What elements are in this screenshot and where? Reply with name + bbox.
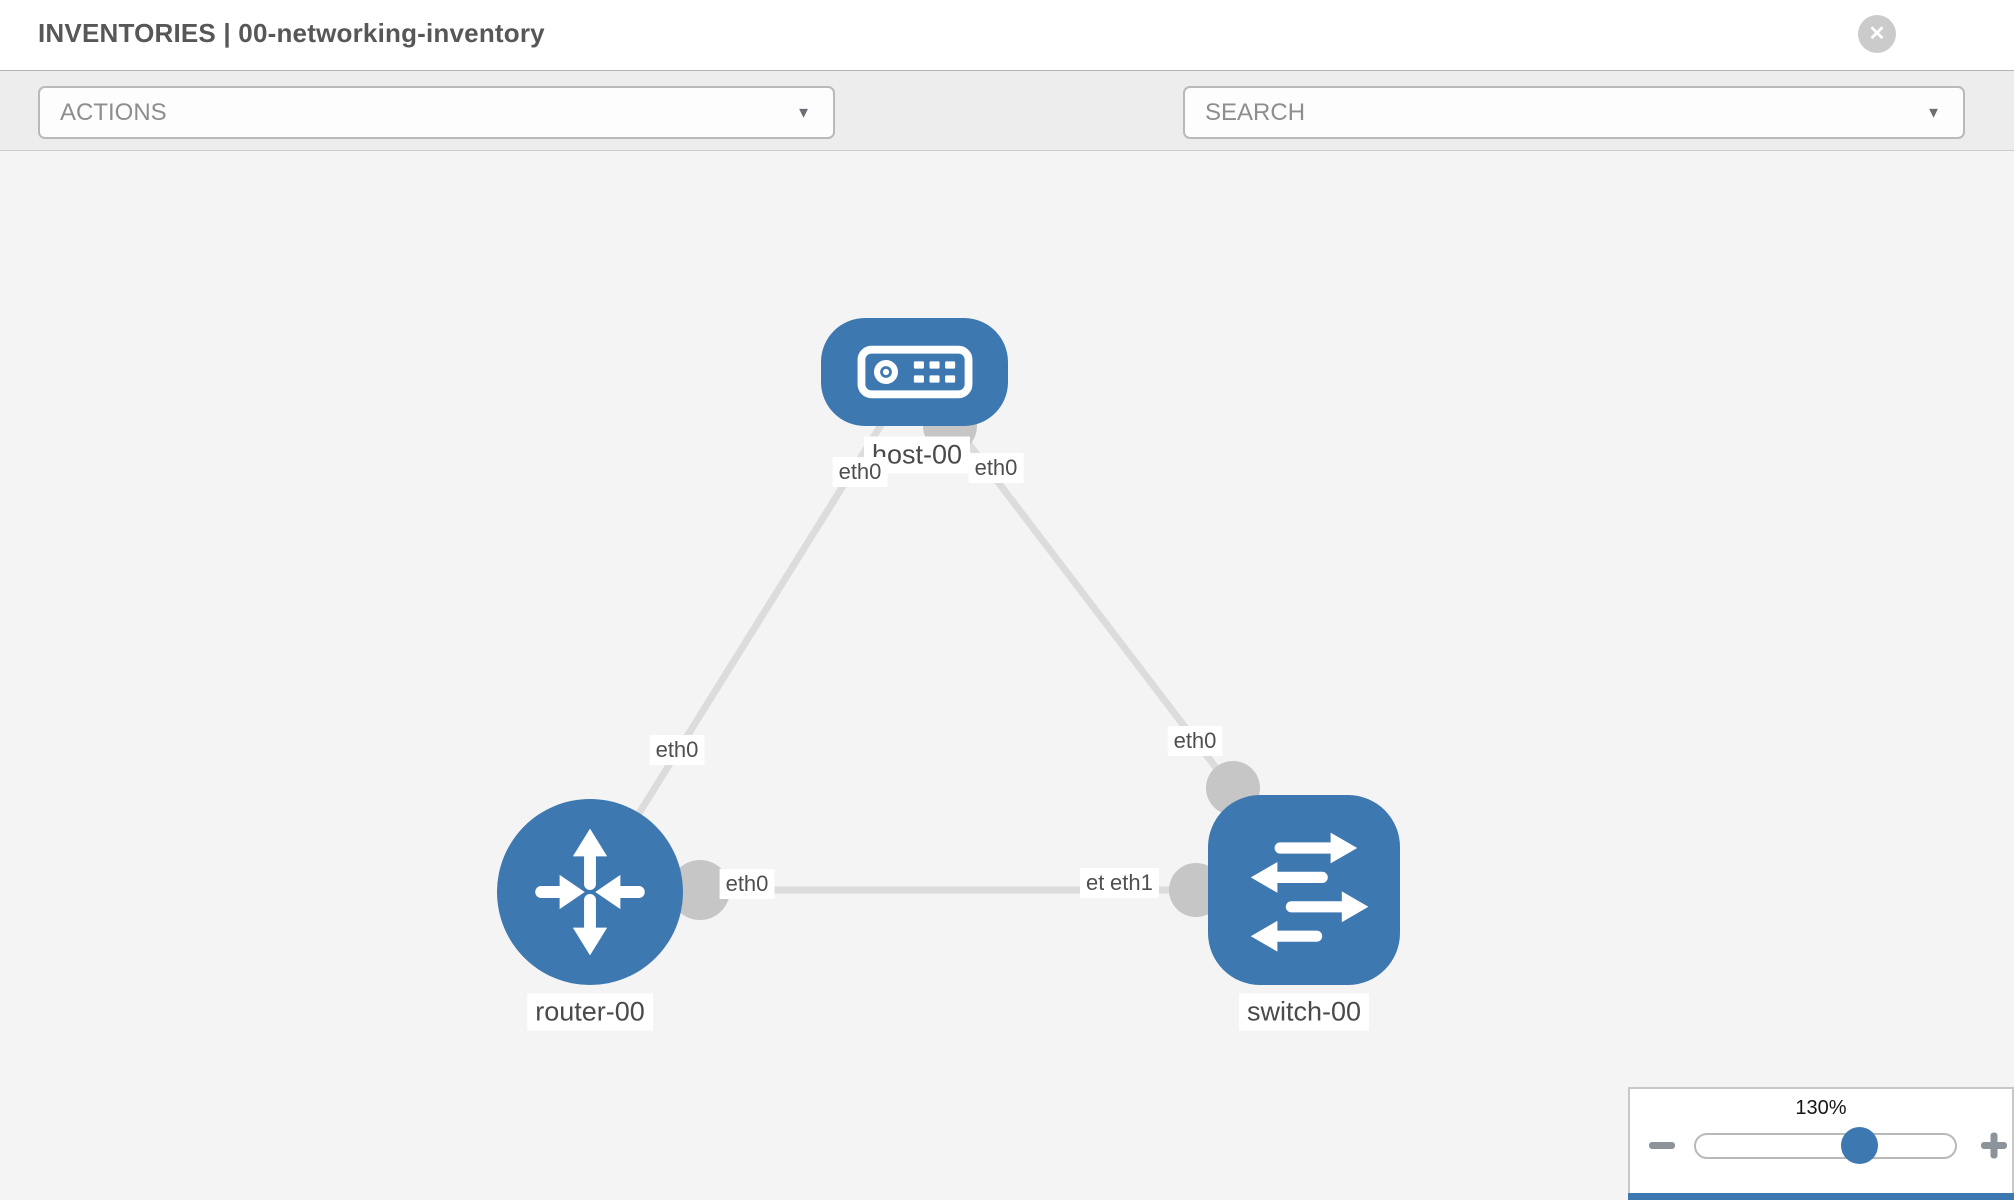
bottom-accent-strip (1628, 1193, 2014, 1200)
interface-label: eth0 (649, 735, 705, 765)
interface-label: eth0 (719, 869, 775, 899)
zoom-out-icon[interactable] (1646, 1129, 1678, 1161)
node-label-router: router-00 (527, 993, 653, 1031)
chevron-down-icon: ▼ (796, 104, 811, 121)
actions-dropdown-label: ACTIONS (60, 98, 167, 126)
node-router-00[interactable] (497, 799, 683, 985)
interface-label: eth0 (1167, 726, 1223, 756)
close-icon: ✕ (1868, 23, 1886, 45)
interface-label: eth0 (832, 457, 888, 487)
search-placeholder: SEARCH (1205, 98, 1306, 126)
zoom-level: 130% (1795, 1097, 1847, 1119)
router-arrows-icon (535, 828, 645, 956)
node-label-host: host-00 (863, 436, 971, 474)
close-button[interactable]: ✕ (1858, 15, 1896, 53)
topology-edges (587, 369, 1304, 894)
zoom-slider-track[interactable] (1694, 1127, 1957, 1164)
chevron-down-icon: ▼ (1926, 104, 1941, 121)
search-dropdown[interactable]: SEARCH ▼ (1183, 86, 1965, 139)
actions-dropdown[interactable]: ACTIONS ▼ (38, 86, 835, 139)
node-label-switch: switch-00 (1238, 993, 1370, 1031)
header: INVENTORIES | 00-networking-inventory ✕ (0, 0, 2014, 70)
host-server-icon (857, 345, 972, 399)
switch-arrows-icon (1250, 832, 1369, 952)
node-host-00[interactable] (821, 318, 1008, 426)
node-switch-00[interactable] (1208, 795, 1400, 985)
topology-canvas[interactable]: host-00 router-00 switch-00 eth0 eth0 et… (0, 151, 2014, 1200)
zoom-slider-knob[interactable] (1841, 1127, 1879, 1164)
interface-label: eth1 (1104, 868, 1159, 898)
zoom-panel: 130% (1628, 1087, 2014, 1200)
zoom-in-icon[interactable] (1978, 1129, 2010, 1161)
interface-label: eth0 (968, 453, 1024, 483)
page-title: INVENTORIES | 00-networking-inventory (38, 18, 545, 48)
toolbar: ACTIONS ▼ SEARCH ▼ (0, 70, 2014, 207)
